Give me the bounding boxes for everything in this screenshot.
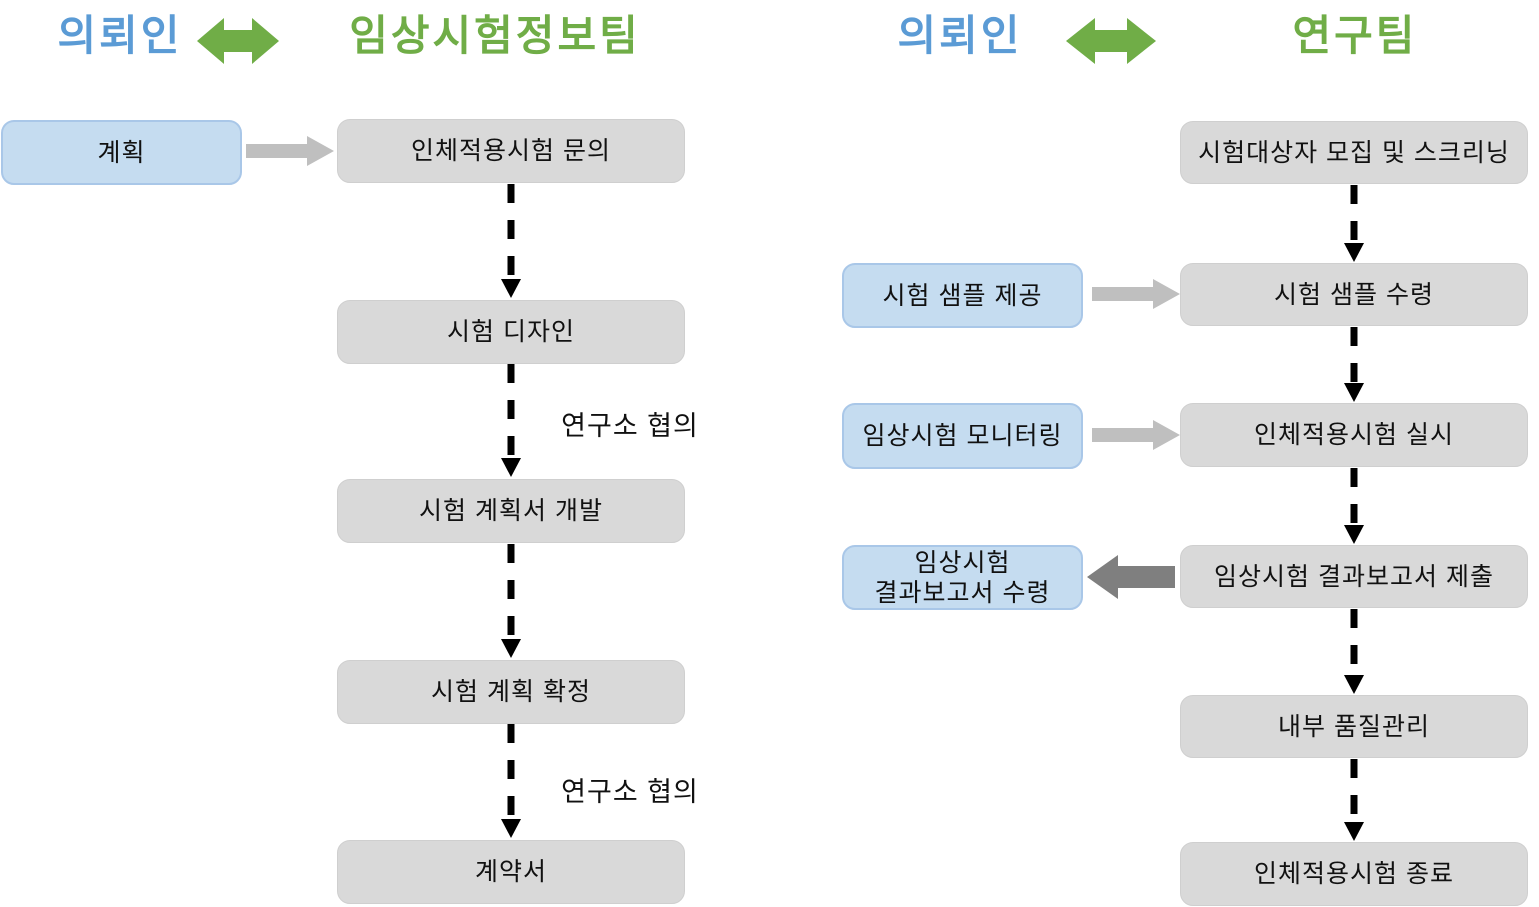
left-process-box-inquiry: 인체적용시험 문의 [337, 119, 685, 183]
dashed-arrow-down-icon [1344, 185, 1364, 262]
process-box-label: 내부 품질관리 [1278, 712, 1430, 741]
double-arrow-icon [1066, 18, 1156, 64]
dashed-arrow-down-icon [1344, 468, 1364, 544]
left-process-box-contract: 계약서 [337, 840, 685, 904]
side-note-consult-1: 연구소 협의 [561, 411, 699, 441]
process-box-label: 시험대상자 모집 및 스크리닝 [1198, 138, 1510, 167]
arrow-right-icon [1092, 279, 1180, 309]
left-client-box-plan: 계획 [1, 120, 242, 185]
left-process-box-plan-confirm: 시험 계획 확정 [337, 660, 685, 724]
right-process-box-trial-end: 인체적용시험 종료 [1180, 842, 1528, 906]
dashed-arrow-down-icon [501, 184, 521, 298]
arrow-right-icon [246, 136, 334, 166]
right-process-box-report-submit: 임상시험 결과보고서 제출 [1180, 545, 1528, 608]
dashed-arrow-down-icon [501, 364, 521, 477]
dashed-arrow-down-icon [501, 544, 521, 658]
right-process-box-recruiting: 시험대상자 모집 및 스크리닝 [1180, 121, 1528, 184]
dashed-arrow-down-icon [1344, 327, 1364, 402]
process-box-label: 인체적용시험 종료 [1254, 860, 1454, 888]
right-client-box-monitoring: 임상시험 모니터링 [842, 403, 1083, 469]
process-box-label: 시험 샘플 수령 [1274, 280, 1434, 309]
process-box-label: 시험 계획서 개발 [419, 497, 603, 525]
double-arrow-icon [197, 18, 279, 64]
dashed-arrow-down-icon [501, 724, 521, 838]
arrow-right-icon [1092, 420, 1180, 450]
process-box-label: 계약서 [474, 858, 547, 886]
process-box-label: 인체적용시험 문의 [411, 137, 611, 165]
right-process-box-quality-control: 내부 품질관리 [1180, 695, 1528, 758]
right-process-box-sample-receive: 시험 샘플 수령 [1180, 263, 1528, 326]
client-box-label: 임상시험 모니터링 [862, 422, 1063, 450]
arrow-left-icon [1087, 555, 1175, 599]
right-team-header: 연구팀 [1292, 12, 1418, 59]
process-box-label: 임상시험 결과보고서 제출 [1214, 562, 1494, 591]
client-box-label: 임상시험 결과보고서 수령 [874, 548, 1051, 607]
right-client-box-sample-provide: 시험 샘플 제공 [842, 263, 1083, 328]
left-process-box-design: 시험 디자인 [337, 300, 685, 364]
process-box-label: 시험 디자인 [447, 318, 575, 346]
client-box-label: 시험 샘플 제공 [882, 281, 1043, 310]
left-process-box-protocol-dev: 시험 계획서 개발 [337, 479, 685, 543]
right-client-box-report-receive: 임상시험 결과보고서 수령 [842, 545, 1083, 610]
right-client-header: 의뢰인 [897, 12, 1023, 59]
right-process-box-trial-conduct: 인체적용시험 실시 [1180, 403, 1528, 467]
process-box-label: 인체적용시험 실시 [1254, 421, 1454, 449]
dashed-arrow-down-icon [1344, 609, 1364, 694]
dashed-arrow-down-icon [1344, 759, 1364, 841]
left-client-header: 의뢰인 [57, 12, 183, 59]
left-team-header: 임상시험정보팀 [349, 12, 641, 59]
process-box-label: 시험 계획 확정 [431, 678, 591, 706]
side-note-consult-2: 연구소 협의 [561, 777, 699, 807]
left-client-box-label: 계획 [97, 138, 146, 167]
